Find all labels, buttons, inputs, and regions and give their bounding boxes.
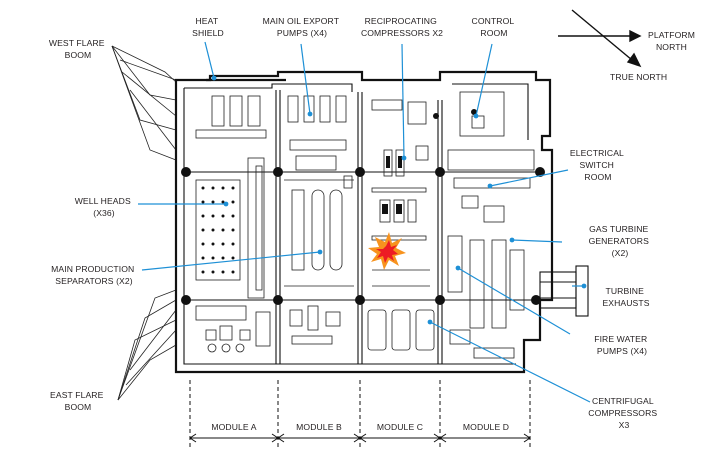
label-module-b: MODULE B: [296, 422, 342, 432]
label-gas-turbine-generators: GAS TURBINE GENERATORS (X2): [589, 224, 652, 258]
label-module-d: MODULE D: [463, 422, 509, 432]
label-fire-water-pumps: FIRE WATER PUMPS (X4): [594, 334, 650, 356]
well-head-grid: [201, 186, 235, 274]
east-flare-boom: [117, 289, 177, 401]
module-c-equipment: [367, 99, 435, 351]
label-well-heads: WELL HEADS (X36): [75, 196, 134, 218]
platform-outline: [174, 70, 554, 374]
west-flare-boom: [111, 45, 177, 161]
leader-lines: [138, 41, 591, 403]
explosion-icon: [368, 232, 406, 270]
label-heat-shield: HEAT SHIELD: [192, 16, 224, 38]
reciprocating-compressor-units: [382, 156, 402, 214]
diagram-labels: HEAT SHIELD MAIN OIL EXPORT PUMPS (X4) R…: [49, 16, 697, 432]
module-dividers: [184, 90, 544, 364]
label-control-room: CONTROL ROOM: [472, 16, 517, 38]
module-d-equipment: [447, 91, 535, 359]
label-module-c: MODULE C: [377, 422, 423, 432]
module-b-equipment: [284, 95, 354, 345]
north-arrows: [558, 9, 642, 68]
module-a-equipment: [195, 95, 271, 353]
label-centrifugal-compressors: CENTRIFUGAL COMPRESSORS X3: [588, 396, 659, 430]
turbine-exhausts: [539, 265, 589, 317]
label-main-production-separators: MAIN PRODUCTION SEPARATORS (X2): [51, 264, 137, 286]
label-true-north: TRUE NORTH: [610, 72, 667, 82]
label-platform-north: PLATFORM NORTH: [648, 30, 697, 52]
label-east-flare-boom: EAST FLARE BOOM: [50, 390, 106, 412]
structural-joints: [181, 109, 545, 305]
label-west-flare-boom: WEST FLARE BOOM: [49, 38, 107, 60]
label-main-oil-export-pumps: MAIN OIL EXPORT PUMPS (X4): [263, 16, 342, 38]
label-electrical-switch-room: ELECTRICAL SWITCH ROOM: [570, 148, 626, 182]
label-reciprocating-compressors: RECIPROCATING COMPRESSORS X2: [361, 16, 443, 38]
label-module-a: MODULE A: [211, 422, 256, 432]
label-turbine-exhausts: TURBINE EXHAUSTS: [602, 286, 649, 308]
module-dimension-line: [189, 380, 531, 450]
